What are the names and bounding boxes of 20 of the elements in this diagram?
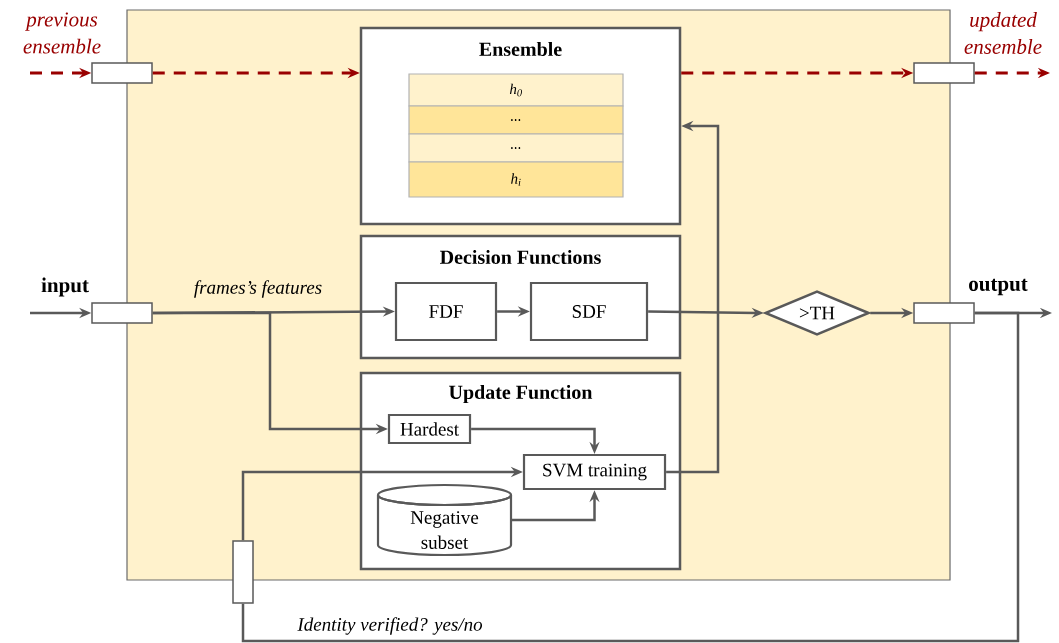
edge-label: Identity verified? yes/no	[296, 616, 484, 636]
port-box	[913, 62, 975, 84]
ensemble-row: ...	[408, 105, 624, 135]
process-box: SVM training	[522, 453, 667, 491]
port-label: input	[41, 277, 89, 297]
process-box: FDF	[394, 281, 498, 342]
port-box	[232, 540, 254, 604]
process-box: Hardest	[387, 413, 472, 445]
port-label: previous ensemble	[23, 12, 101, 54]
port-box	[91, 62, 153, 84]
port-box	[913, 302, 975, 324]
process-box: SDF	[529, 281, 649, 342]
edge-label: frames’s features	[192, 279, 324, 299]
port-box	[91, 302, 153, 324]
port-label: updated ensemble	[964, 12, 1042, 54]
port-label: output	[969, 278, 1028, 296]
ensemble-row: ...	[408, 133, 624, 163]
ensemble-row: h$_{i}$	[408, 161, 624, 198]
database-cylinder: Negative subset	[376, 483, 513, 557]
ensemble-row: h$_{0}$	[408, 73, 624, 107]
